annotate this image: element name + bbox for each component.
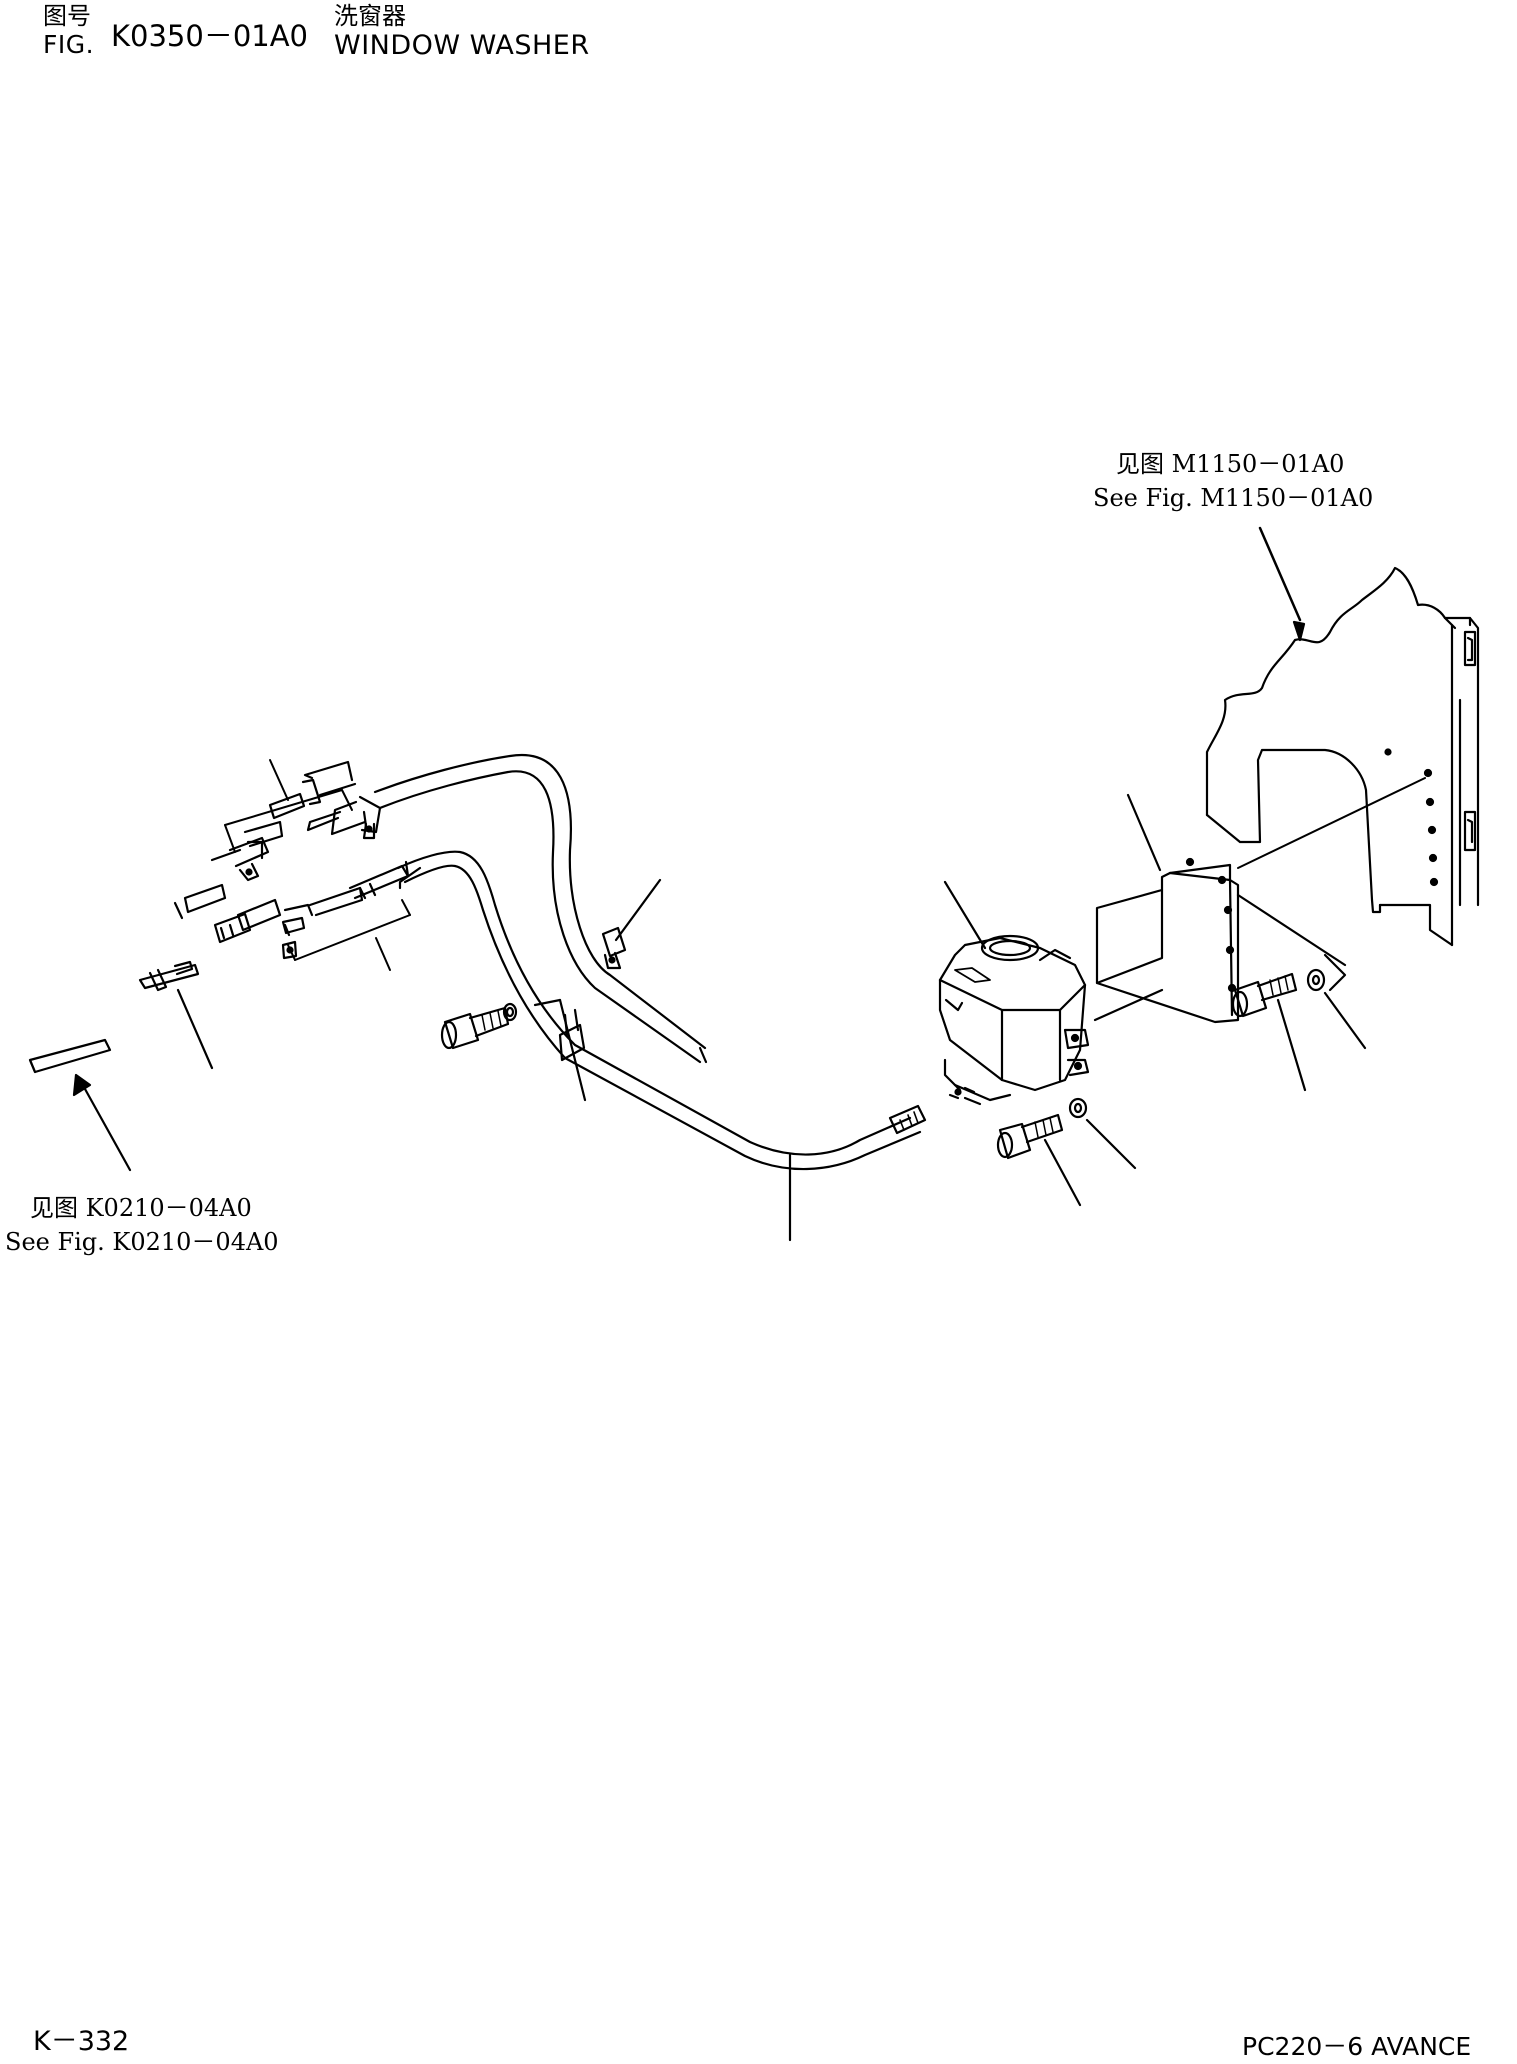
ref-m1150-cn: 见图 M1150－01A0 xyxy=(1116,450,1345,478)
title-cn: 洗窗器 xyxy=(334,2,406,30)
tank-bracket xyxy=(1097,859,1238,1022)
ref-k0210-en: See Fig. K0210－04A0 xyxy=(5,1228,279,1256)
washer-tank xyxy=(940,936,1088,1104)
ref-k0210-cn: 见图 K0210－04A0 xyxy=(30,1194,252,1222)
fig-label-cn: 图号 xyxy=(43,2,91,30)
title-en: WINDOW WASHER xyxy=(334,30,590,61)
bolt-washer-bracket xyxy=(1233,970,1324,1016)
cab-panel xyxy=(1207,568,1478,945)
bolt-washer-left xyxy=(442,1004,516,1048)
nozzle-fittings xyxy=(30,962,198,1072)
lower-hose xyxy=(398,852,925,1169)
fig-label-en: FIG. xyxy=(43,30,95,59)
model-name: PC220－6 AVANCE xyxy=(1242,2032,1472,2061)
fig-number: K0350－01A0 xyxy=(111,19,309,53)
upper-hose xyxy=(308,755,706,1062)
page-number: K－332 xyxy=(33,2026,130,2057)
hose-clamps xyxy=(175,762,408,958)
ref-m1150-en: See Fig. M1150－01A0 xyxy=(1093,484,1374,512)
bolt-washer-tank xyxy=(998,1099,1086,1158)
